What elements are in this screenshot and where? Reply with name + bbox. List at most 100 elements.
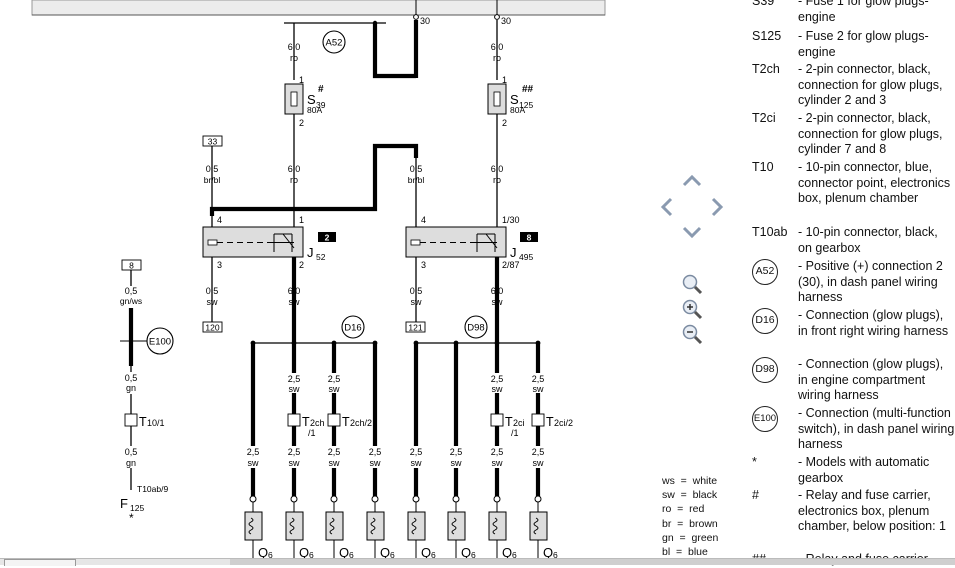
svg-text:6: 6	[512, 550, 517, 560]
svg-text:T: T	[546, 415, 554, 429]
legend-row: T10ab - 10-pin connector, black, on gear…	[752, 225, 938, 255]
svg-text:2,5: 2,5	[288, 447, 301, 457]
document-tab[interactable]	[4, 559, 76, 566]
svg-text:br/bl: br/bl	[204, 175, 221, 185]
relay-j495-slot	[520, 232, 538, 242]
svg-text:0,5: 0,5	[125, 373, 138, 383]
svg-text:2,5: 2,5	[532, 374, 545, 384]
legend-row: T10 - 10-pin connector, blue, connector …	[752, 160, 951, 206]
svg-text:6: 6	[431, 550, 436, 560]
zoom-in-icon[interactable]	[682, 299, 703, 320]
svg-text:S: S	[510, 92, 519, 107]
svg-text:sw: sw	[533, 384, 545, 394]
svg-text:sw: sw	[329, 458, 341, 468]
svg-text:J: J	[307, 245, 314, 260]
svg-text:6,0: 6,0	[491, 164, 504, 174]
svg-text:0,5: 0,5	[125, 447, 138, 457]
svg-text:T10ab/9: T10ab/9	[137, 484, 168, 494]
svg-text:##: ##	[522, 84, 534, 95]
connector-t2ci-2	[531, 413, 545, 427]
terminal-30-node	[494, 14, 500, 20]
svg-text:2/87: 2/87	[502, 260, 520, 270]
svg-text:125: 125	[130, 503, 144, 513]
connector-t10-1	[124, 413, 138, 427]
svg-text:80A: 80A	[510, 105, 525, 115]
magnifier-icon[interactable]	[682, 274, 703, 295]
svg-text:495: 495	[519, 252, 533, 262]
color-key-item: bl = blue	[662, 546, 708, 559]
legend-circle-e100: E100	[752, 406, 778, 432]
svg-text:1/30: 1/30	[502, 215, 520, 225]
svg-text:2,5: 2,5	[328, 447, 341, 457]
svg-text:2,5: 2,5	[450, 447, 463, 457]
bottom-tab-strip	[0, 558, 955, 566]
horizontal-scrollbar[interactable]	[230, 559, 955, 565]
svg-text:2,5: 2,5	[288, 374, 301, 384]
svg-text:sw: sw	[492, 458, 504, 468]
svg-text:120: 120	[205, 323, 219, 333]
svg-text:6,0: 6,0	[288, 42, 301, 52]
svg-text:T: T	[342, 415, 350, 429]
svg-text:D98: D98	[467, 323, 484, 334]
pan-up-arrow-icon[interactable]	[682, 174, 702, 187]
svg-text:2,5: 2,5	[491, 374, 504, 384]
connection-a52-label: A52	[326, 38, 343, 49]
legend-circle-a52: A52	[752, 259, 778, 285]
reference-120	[202, 321, 223, 333]
wire-color-key: ws = white sw = black ro = red br = brow…	[662, 474, 718, 559]
svg-text:S: S	[307, 92, 316, 107]
svg-text:E100: E100	[149, 337, 171, 348]
zoom-out-icon[interactable]	[682, 324, 703, 345]
svg-text:6: 6	[268, 550, 273, 560]
svg-text:T: T	[139, 415, 147, 429]
svg-text:Q: Q	[339, 545, 349, 560]
svg-text:Q: Q	[258, 545, 268, 560]
svg-text:sw: sw	[411, 297, 423, 307]
svg-text:Q: Q	[421, 545, 431, 560]
svg-text:6,0: 6,0	[491, 42, 504, 52]
connection-e100-circle	[146, 327, 174, 355]
svg-text:121: 121	[408, 323, 422, 333]
color-key-item: gn = green	[662, 531, 719, 544]
svg-text:Q: Q	[299, 545, 309, 560]
svg-text:2: 2	[502, 118, 507, 128]
svg-text:#: #	[318, 84, 324, 95]
terminal-label: 30	[501, 16, 511, 26]
pan-right-arrow-icon[interactable]	[711, 197, 724, 217]
relay-j52-slot	[318, 232, 336, 242]
legend-row: S125 - Fuse 2 for glow plugs- engine	[752, 29, 929, 59]
color-key-item: br = brown	[662, 517, 718, 530]
legend-row: * - Models with automatic gearbox	[752, 455, 930, 485]
svg-text:T: T	[505, 415, 513, 429]
legend-row: D98 - Connection (glow plugs), in engine…	[752, 357, 955, 404]
svg-text:0,5: 0,5	[410, 164, 423, 174]
svg-text:6: 6	[349, 550, 354, 560]
svg-text:Q: Q	[502, 545, 512, 560]
pan-left-arrow-icon[interactable]	[660, 197, 673, 217]
svg-text:/1: /1	[511, 428, 519, 438]
svg-text:0,5: 0,5	[206, 286, 219, 296]
svg-text:/1: /1	[308, 428, 316, 438]
svg-text:*: *	[129, 511, 134, 525]
svg-text:10/1: 10/1	[147, 418, 165, 428]
legend-row: D16 - Connection (glow plugs), in front …	[752, 308, 955, 339]
svg-text:sw: sw	[451, 458, 463, 468]
legend-row: T2ch - 2-pin connector, black, connectio…	[752, 62, 943, 108]
svg-text:sw: sw	[289, 458, 301, 468]
svg-text:2,5: 2,5	[491, 447, 504, 457]
legend-circle-d16: D16	[752, 308, 778, 334]
header-bar	[31, 0, 606, 16]
terminal-30-node	[413, 14, 419, 20]
svg-text:ro: ro	[493, 53, 501, 63]
glow-plugs	[244, 495, 548, 558]
terminal-label: 30	[420, 16, 430, 26]
pan-down-arrow-icon[interactable]	[682, 226, 702, 239]
svg-text:T: T	[302, 415, 310, 429]
svg-text:sw: sw	[248, 458, 260, 468]
svg-text:Q: Q	[543, 545, 553, 560]
svg-text:gn: gn	[126, 458, 136, 468]
svg-text:sw: sw	[492, 384, 504, 394]
color-key-item: ws = white	[662, 475, 718, 487]
svg-text:6: 6	[471, 550, 476, 560]
svg-text:sw: sw	[289, 384, 301, 394]
